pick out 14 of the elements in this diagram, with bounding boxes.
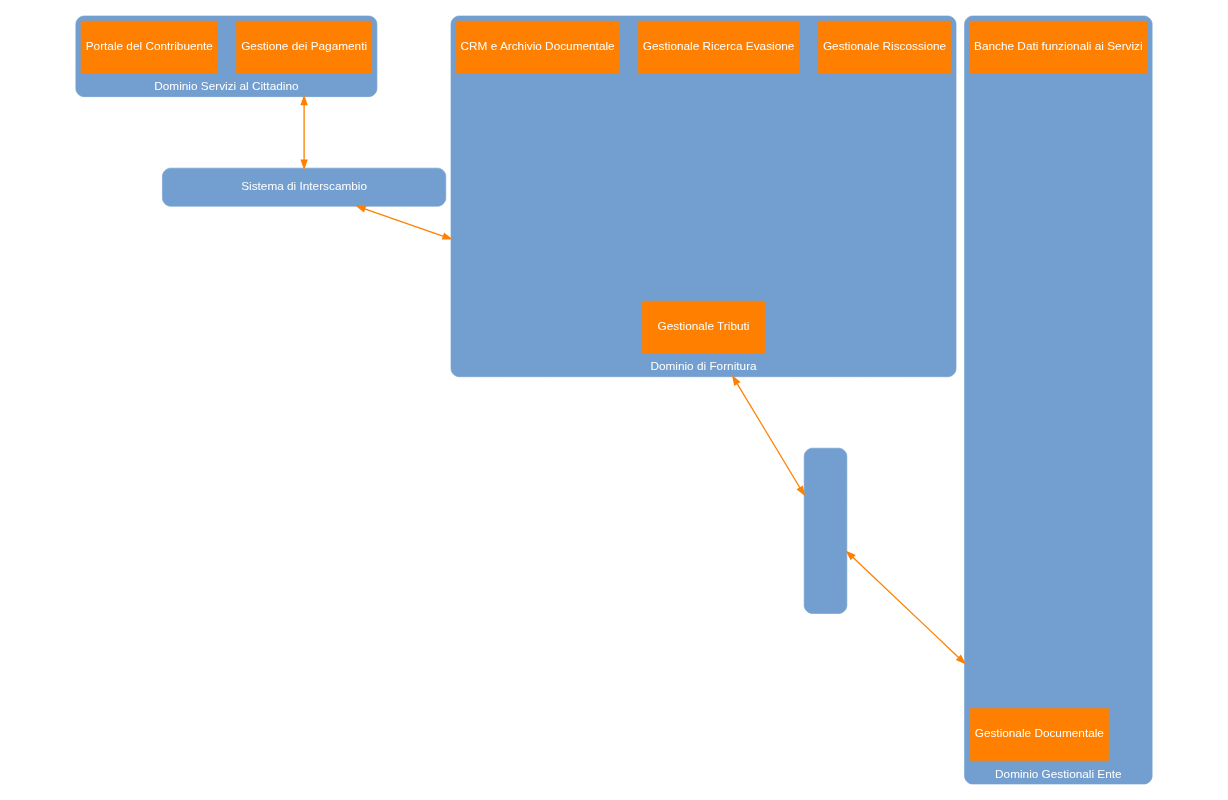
arrow [845, 550, 966, 665]
arrow [355, 205, 453, 240]
node-bar [803, 447, 848, 614]
node-box: Gestione dei Pagamenti [236, 20, 372, 74]
node-box: Gestionale Riscossione [817, 20, 952, 74]
arrow [300, 94, 308, 171]
node-box: Banche Dati funzionali ai Servizi [969, 20, 1148, 74]
arrow [731, 375, 806, 497]
node-box: Sistema di Interscambio [162, 167, 447, 207]
node-box: Portale del Contribuente [80, 20, 218, 74]
node-box: Gestionale Tributi [641, 300, 766, 354]
node-box: CRM e Archivio Documentale [455, 20, 620, 74]
node-box: Gestionale Documentale [969, 708, 1109, 761]
node-box: Gestionale Ricerca Evasione [637, 20, 800, 74]
